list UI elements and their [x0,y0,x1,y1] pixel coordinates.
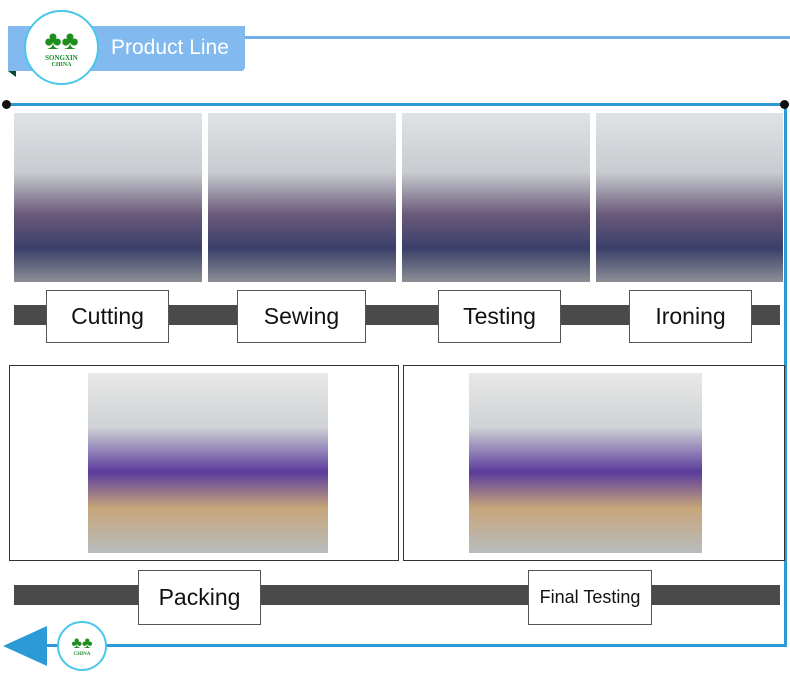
process-bar-1 [14,305,780,325]
footer-logo: ♣♣ CHINA [57,621,107,671]
packing-photo [88,373,328,553]
frame-bottom-line [40,644,787,647]
step-label-final-testing: Final Testing [528,570,652,625]
top-thin-line [245,36,790,39]
step-label-ironing: Ironing [629,290,752,343]
footer-logo-country: CHINA [73,651,91,657]
step-label-testing: Testing [438,290,561,343]
tree-icon: ♣♣ [71,634,93,652]
cutting-photo [14,113,202,282]
step-label-packing: Packing [138,570,261,625]
frame-dot-right [780,100,789,109]
sewing-photo [208,113,396,282]
ironing-photo [596,113,783,282]
logo-country: CHINA [51,61,72,68]
process-bar-2 [14,585,780,605]
step-label-cutting: Cutting [46,290,169,343]
step-label-sewing: Sewing [237,290,366,343]
banner-fold [8,71,16,77]
frame-right-line [784,103,787,647]
page-title: Product Line [111,36,229,59]
tree-icon: ♣♣ [44,25,79,55]
testing-photo [402,113,590,282]
arrow-left-icon [3,626,47,666]
logo-name: SONGXIN [45,53,78,62]
frame-top-line [6,103,785,106]
company-logo: ♣♣ SONGXIN CHINA [24,10,99,85]
frame-dot-left [2,100,11,109]
final-testing-photo [469,373,702,553]
